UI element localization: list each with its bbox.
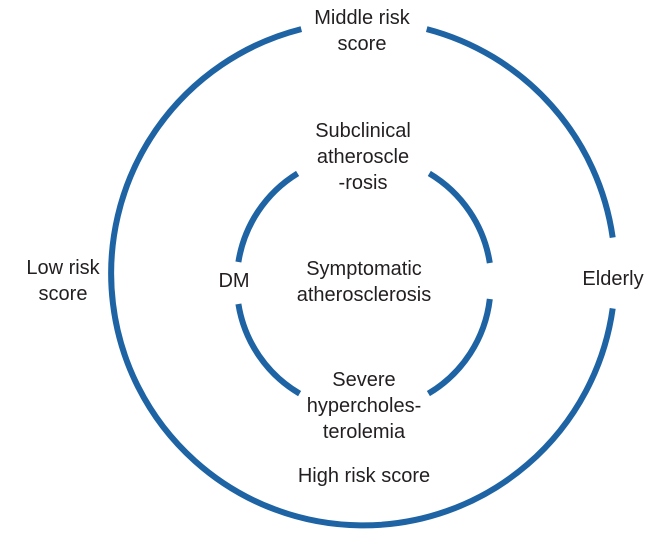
inner-label-severe-hypercholesterolemia: Severe hypercholes- terolemia <box>306 369 422 443</box>
inner-label-dm: DM <box>218 270 250 292</box>
outer-label-low-risk-score: Low risk score <box>26 257 100 305</box>
outer-label-high-risk-score: High risk score <box>297 465 431 487</box>
inner-ring-bottom-left-arc <box>235 303 302 397</box>
outer-label-middle-risk-score: Middle risk score <box>314 7 410 55</box>
inner-ring-top-left-arc <box>235 170 300 263</box>
outer-ring-long-arc <box>108 26 616 529</box>
outer-ring-main-arc <box>425 26 616 239</box>
inner-label-subclinical-atherosclerosis: Subclinical atheroscle -rosis <box>315 120 411 194</box>
outer-label-elderly: Elderly <box>582 268 644 290</box>
inner-ring-top-right-arc <box>427 170 493 264</box>
inner-ring-bottom-right-arc <box>426 298 493 397</box>
center-label-symptomatic-atherosclerosis: Symptomatic atherosclerosis <box>296 258 432 306</box>
